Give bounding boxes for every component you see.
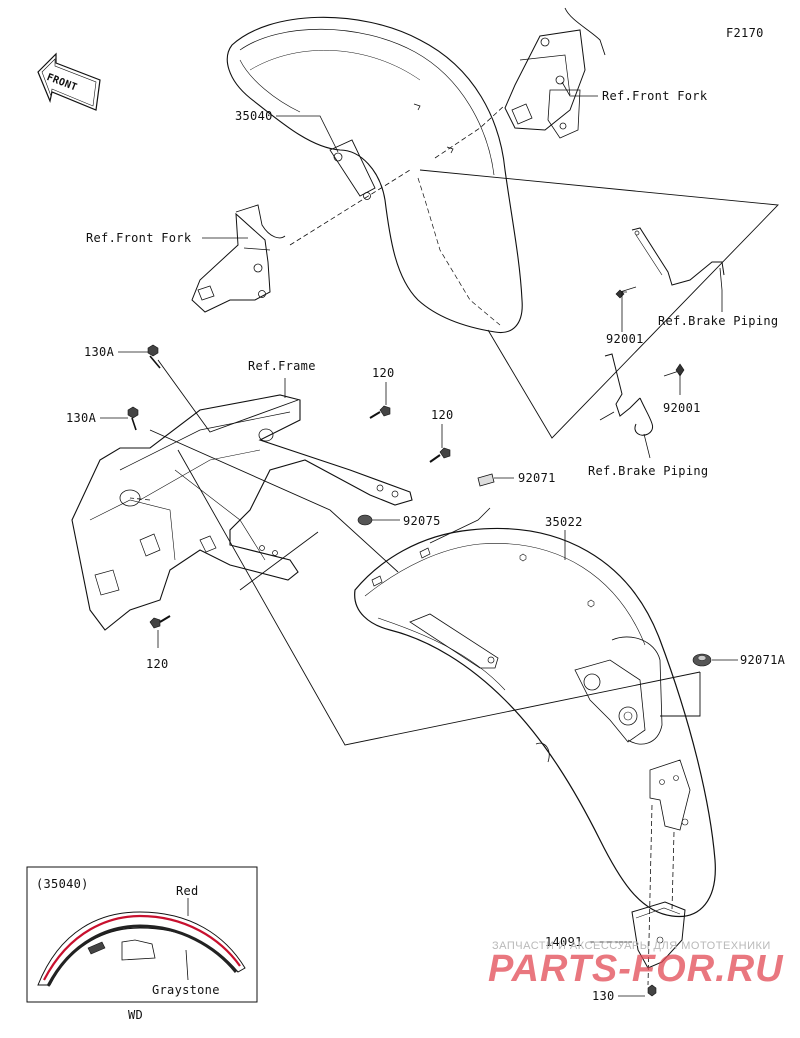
brake-piping-clamp-upper [615,227,725,299]
rear-fender-35022 [354,527,716,918]
label-120-c: 120 [146,657,169,671]
front-arrow-icon [37,52,101,111]
bolt-120-c [149,615,171,629]
label-ref-frame: Ref.Frame [248,359,316,373]
red-stripe [43,914,241,981]
front-fender-35040 [226,16,523,334]
label-ref-front-fork-top: Ref.Front Fork [602,89,708,103]
label-35040: 35040 [235,109,273,123]
brake-piping-clamp-lower [599,353,685,436]
bolt-130-bottom [647,984,657,997]
inset-variant-label: WD [128,1008,144,1022]
label-92075: 92075 [403,514,441,528]
label-ref-brake-piping-a: Ref.Brake Piping [658,314,779,328]
watermark-subtitle: ЗАПЧАСТИ И АКСЕССУАРЫ ДЛЯ МОТОТЕХНИКИ [492,940,771,952]
inset-graystone-label: Graystone [152,983,220,997]
bracket-14091 [631,901,686,969]
label-92071: 92071 [518,471,556,485]
label-120-b: 120 [431,408,454,422]
frame-assembly [71,394,413,631]
reference-brackets [149,169,779,746]
label-14091: 14091 [545,935,583,949]
bolt-120-b [429,447,451,463]
dashed-guides [129,104,675,986]
label-130A-b: 130A [66,411,97,425]
bolt-130A-top [147,344,161,369]
variant-inset [26,866,258,1003]
bolt-130A-left [127,406,139,431]
pad-92071 [477,473,495,487]
inset-red-label: Red [176,884,199,898]
grommet-92071A [692,653,712,667]
label-ref-front-fork-left: Ref.Front Fork [86,231,192,245]
label-130: 130 [592,989,615,1003]
leader-lines [100,81,738,997]
diagram-code: F2170 [726,26,764,40]
label-120-a: 120 [372,366,395,380]
watermark-logo: PARTS-FOR.RU [488,948,784,990]
label-92001-b: 92001 [663,401,701,415]
label-92071A: 92071A [740,653,786,667]
front-fork-right [504,7,606,139]
label-35022: 35022 [545,515,583,529]
label-ref-brake-piping-b: Ref.Brake Piping [588,464,709,478]
front-fork-left [191,204,286,313]
label-92001-a: 92001 [606,332,644,346]
label-130A-a: 130A [84,345,115,359]
grommet-92075 [357,514,373,526]
inset-part-label: (35040) [36,877,89,891]
bolt-120-a [369,405,391,419]
